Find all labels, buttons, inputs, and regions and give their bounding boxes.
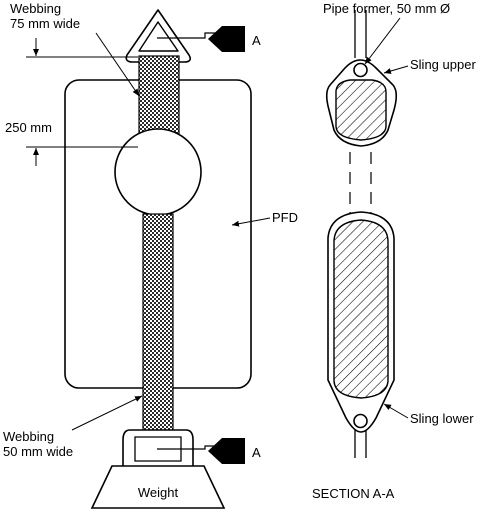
top-sling-ring [125, 9, 191, 63]
webbing-top-label-2: 75 mm wide [10, 16, 80, 31]
sling-upper-leader [383, 65, 409, 74]
weight-block [90, 465, 226, 509]
webbing-bottom-label-2: 50 mm wide [3, 444, 73, 459]
pfd-label: PFD [272, 210, 298, 225]
sling-lower-label: Sling lower [410, 411, 474, 426]
pipe-former-front [114, 128, 202, 216]
section-arrow-bottom [208, 438, 245, 464]
sling-strap [354, 10, 367, 458]
webbing-top-leader [95, 32, 140, 97]
section-title: SECTION A-A [312, 486, 395, 501]
dimension-250-label: 250 mm [5, 120, 52, 135]
weight-label: Weight [138, 485, 179, 500]
pipe-former-label: Pipe former, 50 mm Ø [323, 1, 450, 16]
section-arrow-top [208, 26, 245, 52]
section-line-top [157, 32, 222, 39]
section-letter-top: A [252, 33, 261, 48]
section-view: Pipe former, 50 mm Ø Sling upper Sling l… [312, 1, 476, 501]
upper-foam-block [335, 79, 387, 141]
webbing-top-label-1: Webbing [10, 1, 61, 16]
section-letter-bottom: A [252, 445, 261, 460]
webbing-bottom-label-1: Webbing [3, 429, 54, 444]
front-view: Weight A A 250 mm Webbing 75 mm wide PFD… [3, 1, 298, 509]
sling-upper-label: Sling upper [410, 57, 476, 72]
lower-foam-block [333, 219, 389, 399]
dimension-250 [26, 38, 138, 166]
sling-lower-leader [383, 403, 409, 419]
pipe-former-section-upper [353, 62, 368, 78]
webbing-bottom-leader [71, 395, 143, 431]
pfd-leader [231, 217, 271, 227]
pipe-former-leader [364, 17, 401, 65]
lower-webbing [142, 213, 174, 433]
pipe-former-section-lower [353, 413, 368, 429]
